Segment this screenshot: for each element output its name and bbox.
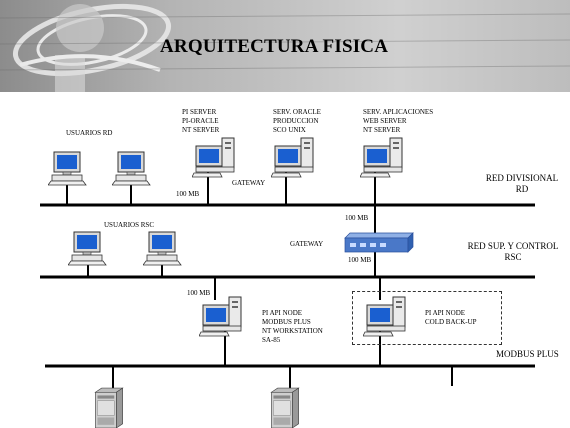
- mb-label-4: 100 MB: [187, 289, 210, 297]
- gateway-top-label: GATEWAY: [232, 179, 265, 187]
- mb-label-1: 100 MB: [176, 190, 199, 198]
- mb-label-3: 100 MB: [348, 256, 371, 264]
- app-server-label-3: NT SERVER: [363, 126, 400, 134]
- network-rsc-label-2: RSC: [458, 252, 568, 262]
- pi-api-label-3: NT WORKSTATION: [262, 327, 323, 335]
- app-server-label-1: SERV. APLICACIONES: [363, 108, 433, 116]
- oracle-label-2: PRODUCCION: [273, 117, 319, 125]
- network-rsc-label-1: RED SUP. Y CONTROL: [458, 241, 568, 251]
- pi-api-label-1: PI API NODE: [262, 309, 302, 317]
- usuarios-rsc-label: USUARIOS RSC: [104, 221, 154, 229]
- workstation-rsc-1-icon: [68, 232, 106, 265]
- oracle-label-1: SERV. ORACLE: [273, 108, 321, 116]
- network-rd-label-2: RD: [472, 184, 570, 194]
- pi-api-backup-label-1: PI API NODE: [425, 309, 465, 317]
- plc-cabinet-2-icon: [271, 388, 298, 428]
- workstation-rd-1-icon: [48, 152, 86, 185]
- app-server-label-2: WEB SERVER: [363, 117, 407, 125]
- network-modbus-label: MODBUS PLUS: [496, 349, 559, 359]
- oracle-server-icon: [271, 138, 313, 177]
- workstation-rsc-2-icon: [143, 232, 181, 265]
- app-server-icon: [360, 138, 402, 177]
- oracle-label-3: SCO UNIX: [273, 126, 306, 134]
- mb-label-2: 100 MB: [345, 214, 368, 222]
- gateway-router-icon: [345, 233, 413, 252]
- usuarios-rd-label: USUARIOS RD: [66, 129, 112, 137]
- pi-api-label-4: SA-85: [262, 336, 280, 344]
- pi-server-label-3: NT SERVER: [182, 126, 219, 134]
- gateway-mid-label: GATEWAY: [290, 240, 323, 248]
- pi-server-label-1: PI SERVER: [182, 108, 216, 116]
- pi-server-label-2: PI-ORACLE: [182, 117, 219, 125]
- network-rd-label-1: RED DIVISIONAL: [472, 173, 570, 183]
- pi-api-label-2: MODBUS PLUS: [262, 318, 311, 326]
- pi-api-node-icon: [199, 297, 241, 336]
- plc-cabinet-1-icon: [95, 388, 122, 428]
- workstation-rd-2-icon: [112, 152, 150, 185]
- pi-server-icon: [192, 138, 234, 177]
- pi-api-backup-label-2: COLD BACK-UP: [425, 318, 477, 326]
